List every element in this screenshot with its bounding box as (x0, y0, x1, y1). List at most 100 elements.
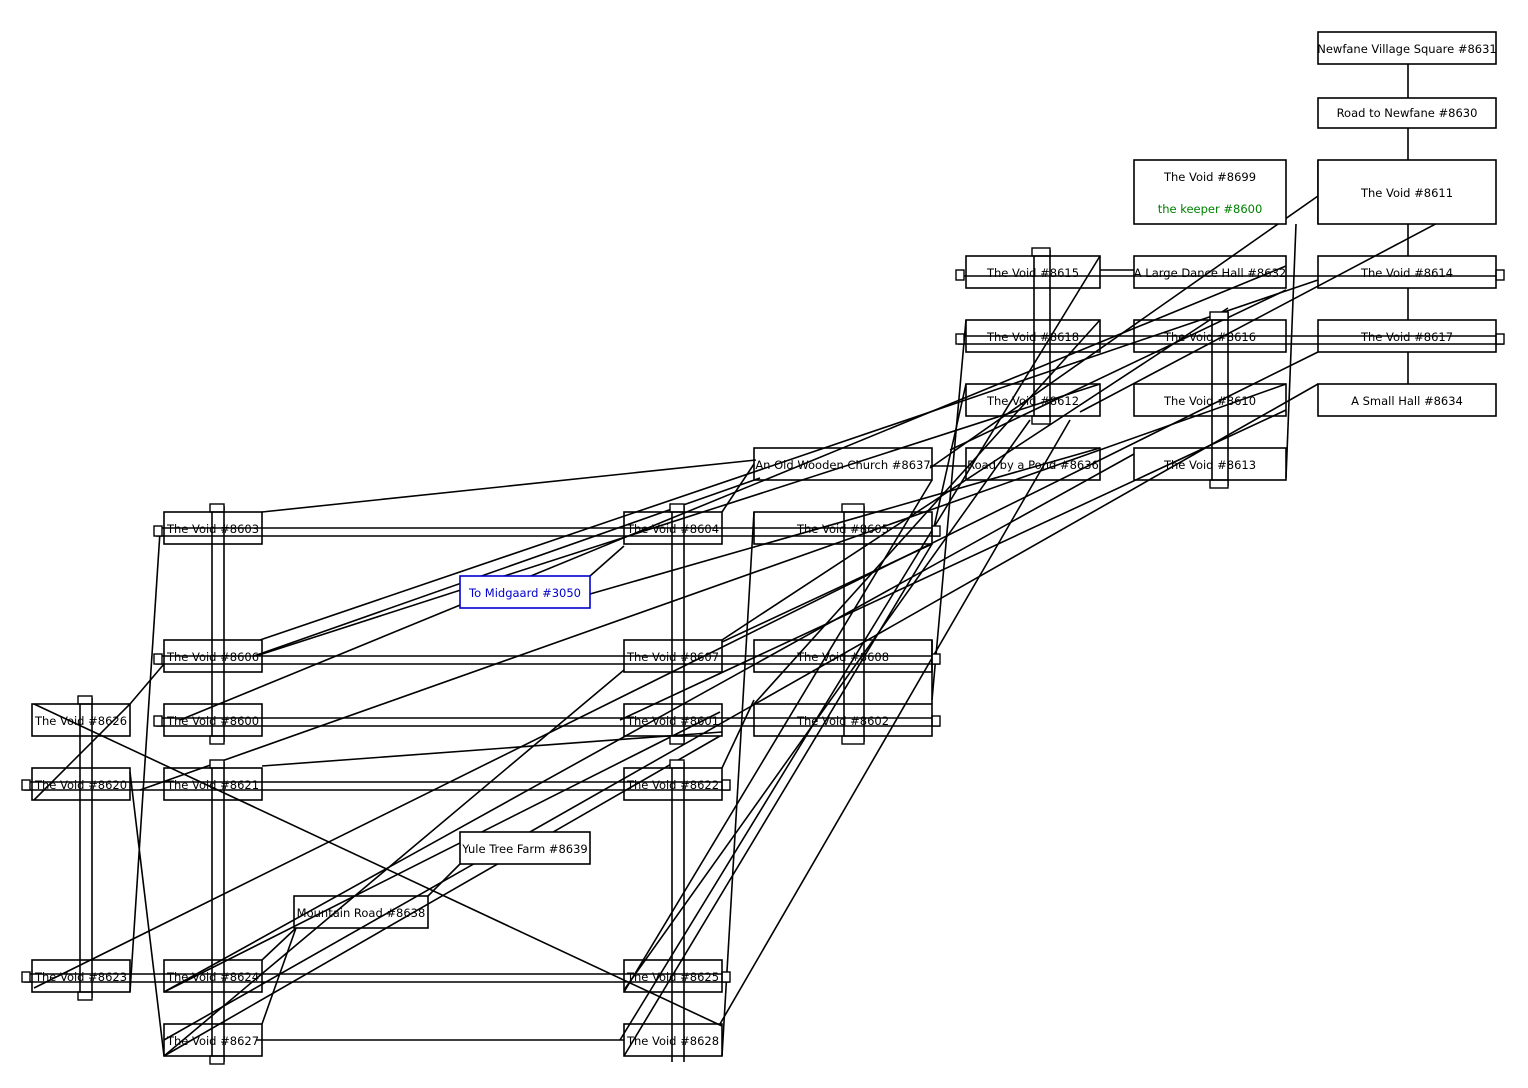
exit-link (259, 279, 1319, 641)
exit-stub (931, 653, 941, 665)
room-3050[interactable]: To Midgaard #3050 (459, 575, 591, 609)
room-8625[interactable]: The Void #8625 (623, 959, 723, 993)
room-8699[interactable]: The Void #8699 the keeper #8600 (1133, 159, 1287, 225)
room-label: The Void #8612 (986, 394, 1079, 408)
room-label: The Void #8628 (626, 1034, 719, 1048)
room-label: The Void #8620 (34, 778, 127, 792)
exit-stub (21, 971, 31, 983)
exit-stub (1031, 247, 1051, 257)
room-8616[interactable]: The Void #8616 (1133, 319, 1287, 353)
room-8605[interactable]: The Void #8605 (753, 511, 933, 545)
exit-stub (209, 503, 225, 513)
room-box (1317, 159, 1497, 225)
room-8624[interactable]: The Void #8624 (163, 959, 263, 993)
room-8615[interactable]: The Void #8615 (965, 255, 1101, 289)
exit-stub (1495, 269, 1505, 281)
room-label: The Void #8602 (796, 714, 889, 728)
exit-link (33, 703, 723, 1027)
room-8600[interactable]: The Void #8600 (163, 703, 263, 737)
exit-link (721, 463, 755, 513)
room-8611[interactable]: The Void #8611 (1317, 159, 1497, 225)
room-box (1133, 447, 1287, 481)
room-8604[interactable]: The Void #8604 (623, 511, 723, 545)
room-box (753, 447, 933, 481)
room-8634[interactable]: A Small Hall #8634 (1317, 383, 1497, 417)
room-8601[interactable]: The Void #8601 (623, 703, 723, 737)
room-box (623, 959, 723, 993)
room-8638[interactable]: Mountain Road #8638 (293, 895, 429, 929)
room-box (623, 639, 723, 673)
room-8607[interactable]: The Void #8607 (623, 639, 723, 673)
exit-stub (841, 735, 865, 745)
exit-link (163, 453, 1135, 993)
room-8627[interactable]: The Void #8627 (163, 1023, 263, 1057)
exit-stub (669, 759, 685, 769)
exit-link (261, 459, 757, 513)
exit-stub (153, 525, 163, 537)
room-8623[interactable]: The Void #8623 (31, 959, 131, 993)
room-label: The Void #8621 (166, 778, 259, 792)
room-8602[interactable]: The Void #8602 (753, 703, 933, 737)
exit-link (33, 703, 131, 801)
room-8612[interactable]: The Void #8612 (965, 383, 1101, 417)
room-label: The Void #8601 (626, 714, 719, 728)
room-8620[interactable]: The Void #8620 (31, 767, 131, 801)
room-label: The Void #8622 (626, 778, 719, 792)
room-label: The Void #8611 (1360, 186, 1453, 200)
exit-stub (721, 779, 731, 791)
room-box (293, 895, 429, 929)
exit-stub (931, 715, 941, 727)
room-8608[interactable]: The Void #8608 (753, 639, 933, 673)
exit-stub (841, 503, 865, 513)
exit-stub (1209, 311, 1229, 321)
room-8603[interactable]: The Void #8603 (163, 511, 263, 545)
room-8626[interactable]: The Void #8626 (31, 703, 131, 737)
room-8617[interactable]: The Void #8617 (1317, 319, 1497, 353)
room-8637[interactable]: An Old Wooden Church #8637 (753, 447, 933, 481)
exit-link (261, 927, 297, 961)
room-box (623, 1023, 723, 1057)
exit-link (721, 543, 933, 643)
exit-link (255, 383, 1101, 657)
exit-link (721, 307, 1229, 641)
exit-link (623, 419, 1031, 991)
room-8610[interactable]: The Void #8610 (1133, 383, 1287, 417)
room-8618[interactable]: The Void #8618 (965, 319, 1101, 353)
exit-link (619, 255, 1101, 1041)
room-8632[interactable]: A Large Dance Hall #8632 (1133, 255, 1287, 289)
room-box (459, 575, 591, 609)
room-8628[interactable]: The Void #8628 (623, 1023, 723, 1057)
exit-link (1285, 223, 1297, 479)
room-label: The Void #8624 (166, 970, 259, 984)
exit-stub (669, 735, 685, 745)
room-8636[interactable]: Road by a Pond #8636 (965, 447, 1101, 481)
room-8614[interactable]: The Void #8614 (1317, 255, 1497, 289)
room-label: The Void #8623 (34, 970, 127, 984)
room-8621[interactable]: The Void #8621 (163, 767, 263, 801)
room-box (1317, 31, 1497, 65)
room-box (163, 767, 263, 801)
room-8606[interactable]: The Void #8606 (163, 639, 263, 673)
room-box (1133, 255, 1287, 289)
exit-stub (1209, 479, 1229, 489)
exit-stub (153, 653, 163, 665)
exit-link (589, 447, 1101, 595)
room-box (753, 703, 933, 737)
room-box (31, 703, 131, 737)
room-8639[interactable]: Yule Tree Farm #8639 (459, 831, 591, 865)
exit-link (719, 419, 1071, 1025)
room-8630[interactable]: Road to Newfane #8630 (1317, 97, 1497, 129)
room-label: An Old Wooden Church #8637 (755, 458, 930, 472)
room-label: Road to Newfane #8630 (1337, 106, 1478, 120)
room-8622[interactable]: The Void #8622 (623, 767, 723, 801)
room-label: The Void #8610 (1163, 394, 1256, 408)
exit-stub (955, 333, 965, 345)
room-box (1133, 383, 1287, 417)
room-8631[interactable]: Newfane Village Square #8631 (1317, 31, 1497, 65)
room-8613[interactable]: The Void #8613 (1133, 447, 1287, 481)
exit-stub (77, 695, 93, 705)
exit-link (129, 663, 165, 705)
room-box (163, 511, 263, 545)
room-box (1317, 255, 1497, 289)
exit-link (427, 863, 461, 897)
